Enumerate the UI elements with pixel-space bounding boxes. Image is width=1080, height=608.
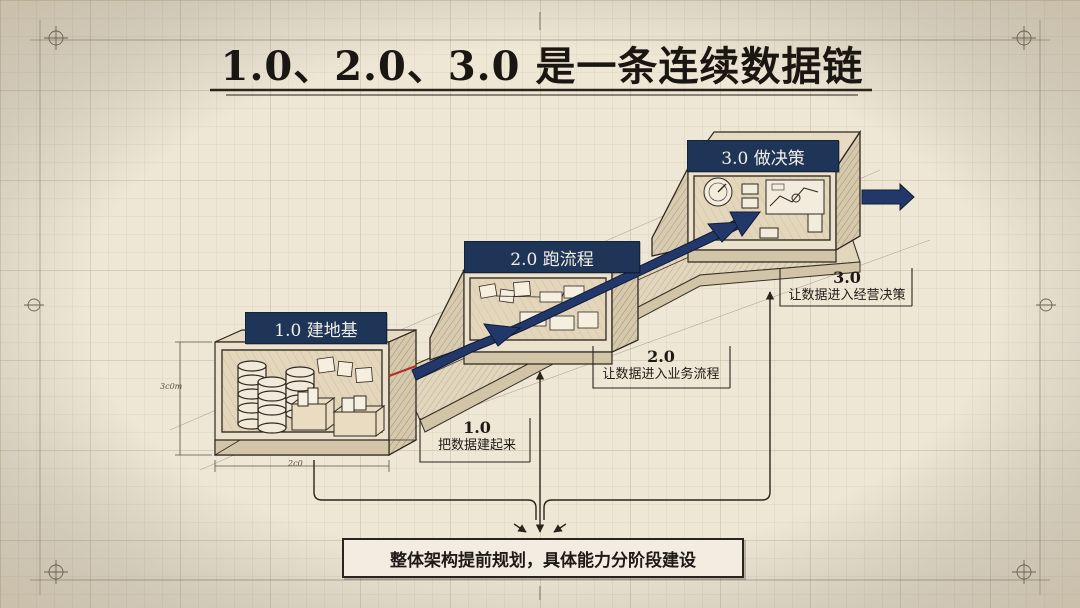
callout-stage-1: 1.0 把数据建起来 xyxy=(424,418,530,454)
stage-box-3 xyxy=(651,130,862,263)
callout-stage-2: 2.0 让数据进入业务流程 xyxy=(594,347,728,383)
callout-number: 3.0 xyxy=(833,268,861,287)
callout-description: 让数据进入经营决策 xyxy=(788,288,906,303)
process-icon xyxy=(478,281,599,331)
title-underline xyxy=(210,88,872,96)
gauge-icon xyxy=(703,177,733,207)
convergence-connectors xyxy=(313,291,775,533)
callout-description: 把数据建起来 xyxy=(437,438,516,453)
dimension-label-width: 2c0 xyxy=(288,459,303,468)
stage-label-1: 1.0 建地基 xyxy=(245,312,387,344)
stage-box-1 xyxy=(213,329,418,457)
page-title: 1.0、2.0、3.0 是一条连续数据链 xyxy=(220,43,864,90)
flow-arrow xyxy=(411,182,915,381)
callout-number: 1.0 xyxy=(463,418,491,437)
crate-icon xyxy=(290,387,336,431)
frame-marks xyxy=(24,12,1056,600)
callout-stage-3: 3.0 让数据进入经营决策 xyxy=(782,268,912,304)
callout-lines xyxy=(419,268,913,463)
stage-label-2: 2.0 跑流程 xyxy=(464,241,640,273)
crate-icon xyxy=(332,395,386,437)
dashboard-icon xyxy=(741,179,825,239)
summary-box: 整体架构提前规划，具体能力分阶段建设 xyxy=(342,538,744,578)
dimension-lines xyxy=(175,341,390,472)
callout-number: 2.0 xyxy=(647,347,675,366)
database-icon xyxy=(257,376,287,434)
dimension-label-height: 3c0m xyxy=(160,382,183,391)
callout-description: 让数据进入业务流程 xyxy=(602,367,720,382)
stage-label-3: 3.0 做决策 xyxy=(687,140,839,172)
document-icon xyxy=(316,356,373,383)
